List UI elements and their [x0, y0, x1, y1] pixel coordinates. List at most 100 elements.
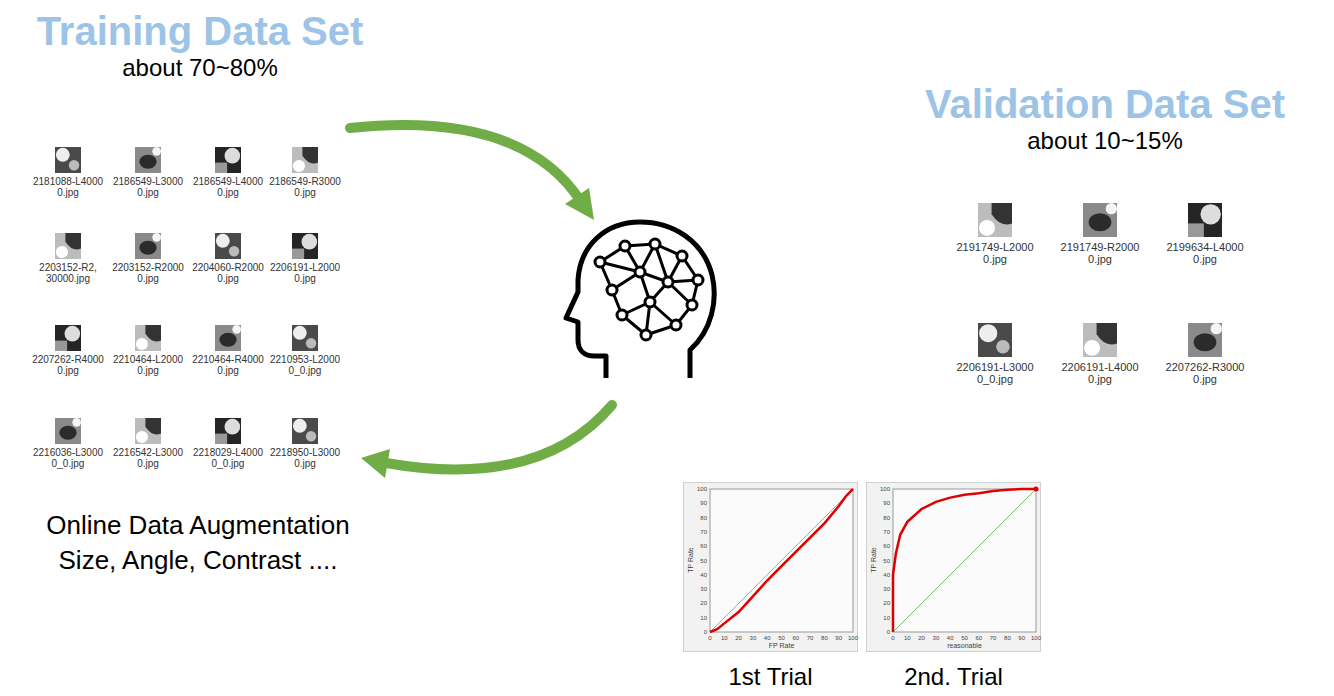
roc-curve	[893, 489, 1036, 632]
axis-title: FP Rate	[710, 642, 853, 650]
image-thumbnail: 2218950-L3000 0.jpg	[262, 418, 348, 471]
network-node	[635, 267, 645, 277]
axis-tick: 20	[914, 634, 930, 642]
network-node	[663, 277, 673, 287]
image-thumbnail: 2191749-L2000 0.jpg	[945, 203, 1045, 268]
axis-tick: 0	[885, 634, 901, 642]
axis-title: reasonable	[893, 642, 1036, 650]
axis-tick: 70	[802, 634, 818, 642]
image-thumbnail: 2210464-L2000 0.jpg	[105, 325, 191, 378]
image-thumbnail: 2186549-L3000 0.jpg	[105, 147, 191, 200]
network-node	[687, 300, 697, 310]
axis-tick: 70	[985, 634, 1001, 642]
image-thumbnail: 2186549-R3000 0.jpg	[262, 147, 348, 200]
curve-end-dot	[1034, 487, 1039, 492]
ct-thumbnail	[55, 233, 81, 259]
axis-tick: 0	[688, 628, 707, 636]
axis-tick: 0	[871, 628, 890, 636]
data-set-panel: Validation Data Setabout 10~15% 2191749-L…	[880, 75, 1330, 405]
cycle-arrow	[350, 125, 580, 200]
axis-tick: 30	[688, 585, 707, 593]
axis-tick: 50	[774, 634, 790, 642]
arrow-head	[361, 449, 390, 478]
ct-thumbnail	[1083, 323, 1117, 357]
file-name: 2216542-L3000 0.jpg	[105, 447, 191, 469]
network-node	[595, 257, 605, 267]
axis-tick: 70	[871, 528, 890, 536]
image-thumbnail: 2203152-R2000 0.jpg	[105, 233, 191, 286]
file-name: 2206191-L4000 0.jpg	[1050, 361, 1150, 385]
ct-thumbnail	[135, 147, 161, 173]
axis-tick: 80	[871, 514, 890, 522]
network-node	[650, 239, 660, 249]
file-name: 2181088-L4000 0.jpg	[25, 176, 111, 198]
ct-thumbnail	[215, 325, 241, 351]
ct-thumbnail	[292, 147, 318, 173]
axis-tick: 30	[745, 634, 761, 642]
file-name: 2206191-L2000 0.jpg	[262, 262, 348, 284]
head-outline	[566, 222, 714, 378]
roc-curve	[710, 489, 853, 632]
panel-heading: Training Data Set	[0, 8, 400, 54]
image-thumbnail: 2199634-L4000 0.jpg	[1155, 203, 1255, 268]
axis-title: TP Rate	[870, 530, 878, 590]
image-thumbnail: 2191749-R2000 0.jpg	[1050, 203, 1150, 268]
image-thumbnail: 2206191-L3000 0_0.jpg	[945, 323, 1045, 388]
file-name: 2207262-R3000 0.jpg	[1155, 361, 1255, 385]
image-thumbnail: 2186549-L4000 0.jpg	[185, 147, 271, 200]
axis-tick: 90	[1014, 634, 1030, 642]
axis-tick: 10	[716, 634, 732, 642]
file-name: 2210464-L2000 0.jpg	[105, 354, 191, 376]
axis-tick: 30	[928, 634, 944, 642]
axis-title: TP Rate	[687, 530, 695, 590]
panel-heading: Validation Data Set	[880, 81, 1330, 127]
axis-tick: 80	[816, 634, 832, 642]
image-thumbnail: 2207262-R3000 0.jpg	[1155, 323, 1255, 388]
plot-area	[893, 489, 1036, 632]
image-thumbnail: 2207262-R4000 0.jpg	[25, 325, 111, 378]
file-name: 2204060-R2000 0.jpg	[185, 262, 271, 284]
ct-thumbnail	[135, 325, 161, 351]
ct-thumbnail	[135, 233, 161, 259]
file-name: 2203152-R2, 30000.jpg	[25, 262, 111, 284]
image-thumbnail: 2216036-L3000 0_0.jpg	[25, 418, 111, 471]
panel-subheading: about 10~15%	[880, 127, 1330, 155]
axis-tick: 90	[688, 499, 707, 507]
ct-thumbnail	[292, 418, 318, 444]
axis-tick: 20	[688, 599, 707, 607]
chart-caption: 2nd. Trial	[847, 663, 1060, 690]
file-name: 2210464-R4000 0.jpg	[185, 354, 271, 376]
axis-tick: 0	[702, 634, 718, 642]
file-name: 2210953-L2000 0_0.jpg	[262, 354, 348, 376]
image-thumbnail: 2210464-R4000 0.jpg	[185, 325, 271, 378]
network-node	[620, 241, 630, 251]
ct-thumbnail	[978, 323, 1012, 357]
neural-network	[600, 244, 698, 335]
ct-thumbnail	[1188, 203, 1222, 237]
ct-thumbnail	[215, 418, 241, 444]
network-node	[641, 330, 651, 340]
axis-tick: 50	[957, 634, 973, 642]
file-name: 2191749-L2000 0.jpg	[945, 241, 1045, 265]
network-node	[607, 285, 617, 295]
ct-thumbnail	[55, 147, 81, 173]
ct-thumbnail	[135, 418, 161, 444]
ct-thumbnail	[215, 147, 241, 173]
file-name: 2186549-L3000 0.jpg	[105, 176, 191, 198]
axis-tick: 100	[845, 634, 861, 642]
diagonal-line	[893, 489, 1036, 632]
arrow-head	[565, 188, 594, 220]
ct-thumbnail	[55, 325, 81, 351]
ct-thumbnail	[1188, 323, 1222, 357]
axis-tick: 60	[788, 634, 804, 642]
ct-thumbnail	[292, 325, 318, 351]
plot-area	[710, 489, 853, 632]
axis-tick: 100	[1028, 634, 1044, 642]
image-thumbnail: 2204060-R2000 0.jpg	[185, 233, 271, 286]
note: Online Data Augmentation Size, Angle, Co…	[18, 508, 378, 578]
axis-tick: 40	[759, 634, 775, 642]
network-node	[677, 251, 687, 261]
network-node	[645, 297, 655, 307]
axis-tick: 20	[731, 634, 747, 642]
